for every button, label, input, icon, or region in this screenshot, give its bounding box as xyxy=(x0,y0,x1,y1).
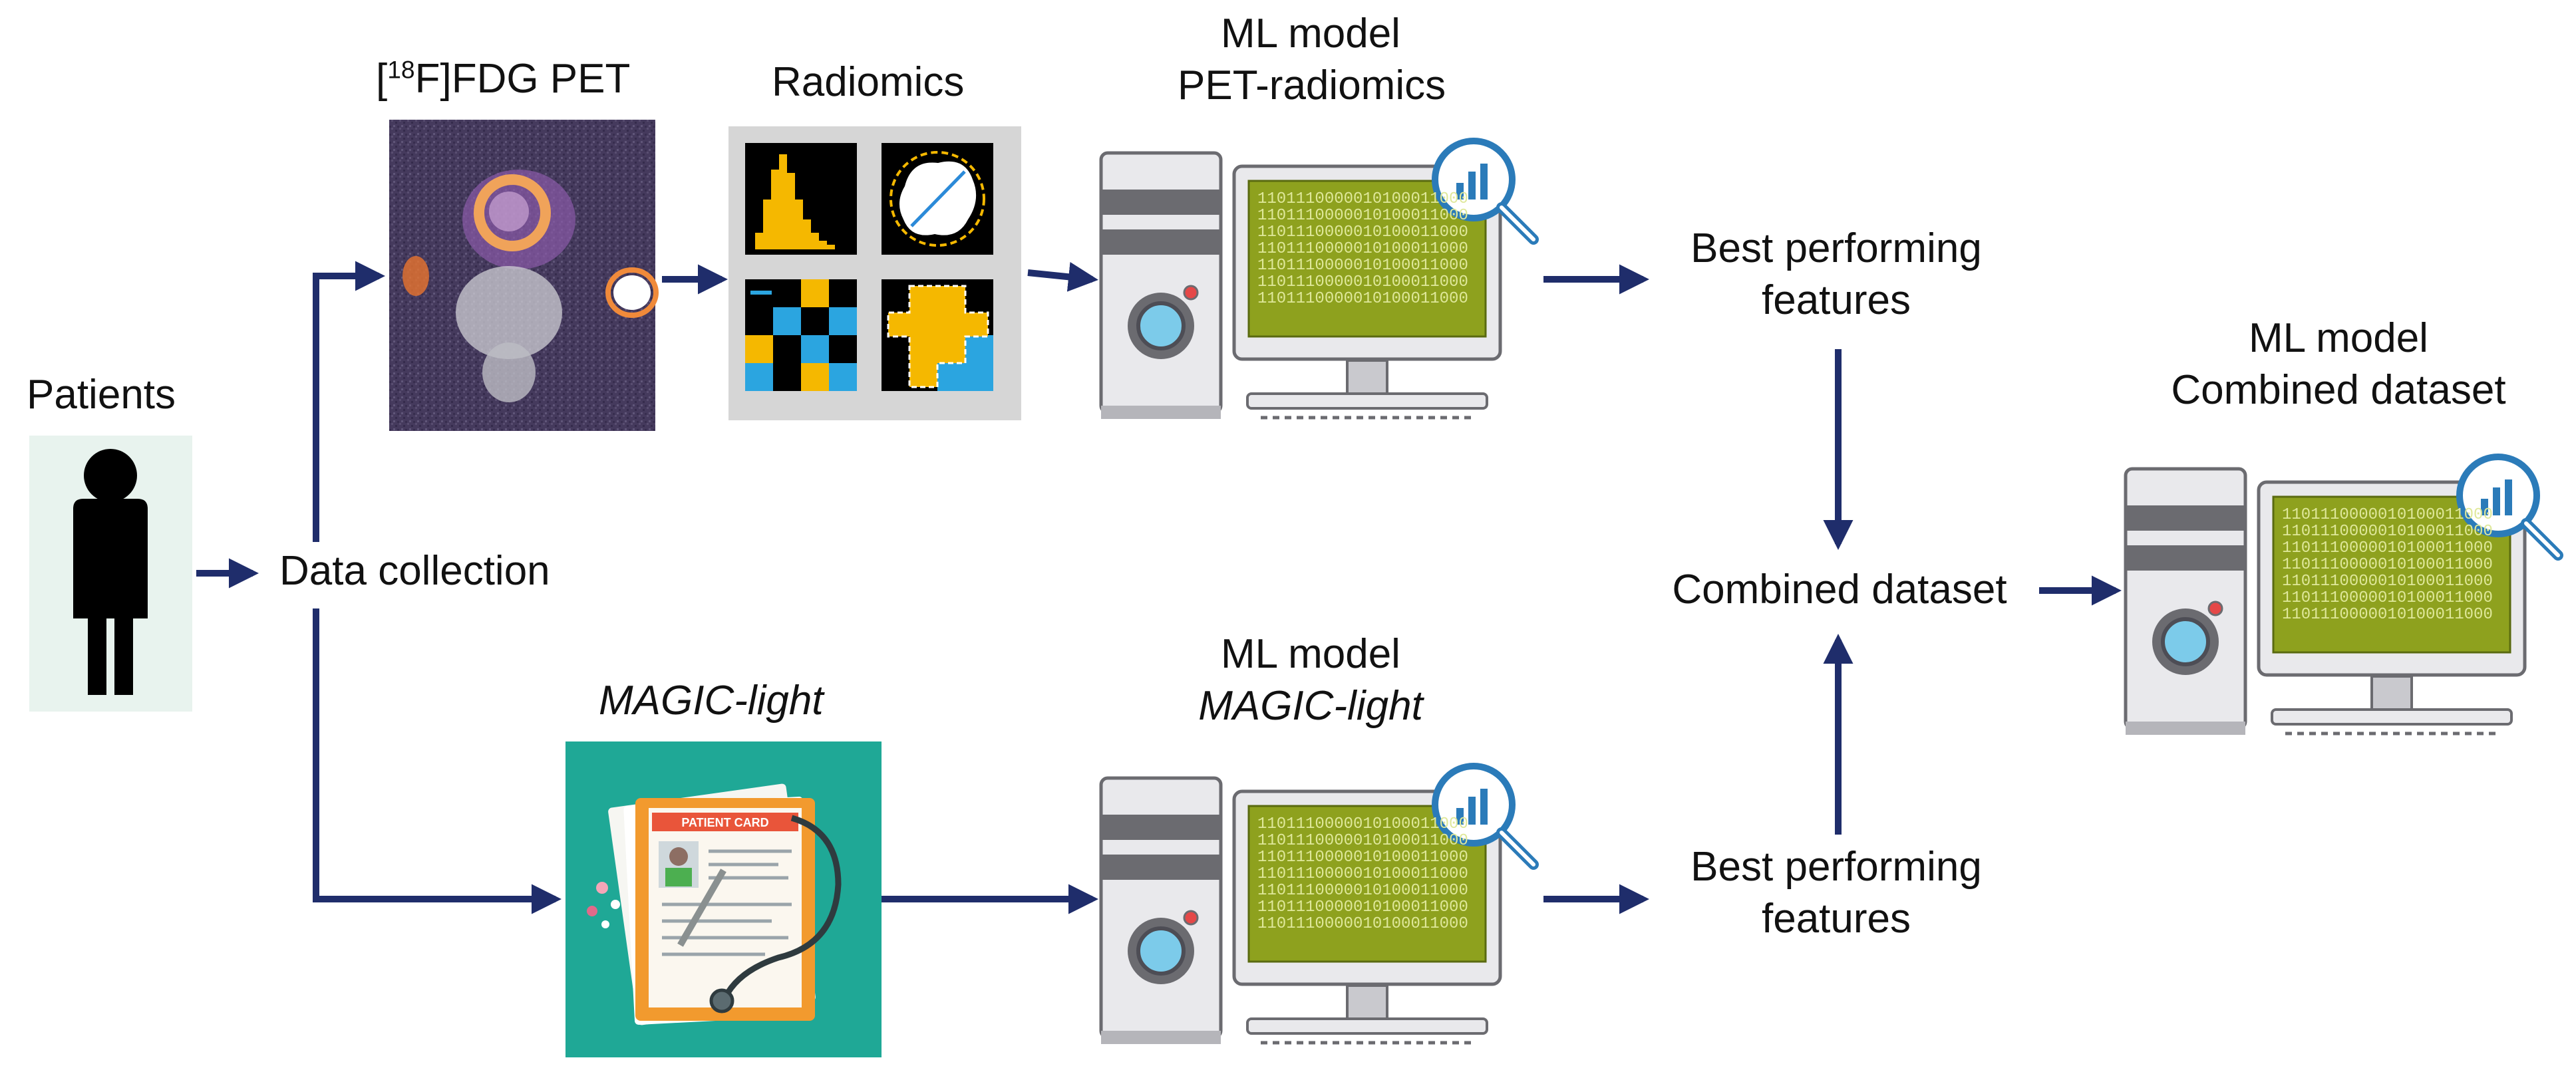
svg-text:1101110000010100011000: 1101110000010100011000 xyxy=(1257,273,1468,291)
svg-text:1101110000010100011000: 1101110000010100011000 xyxy=(1257,240,1468,258)
svg-text:1101110000010100011000: 1101110000010100011000 xyxy=(1257,898,1468,916)
label-ml-pet: ML model PET-radiomics xyxy=(1178,8,1446,111)
pet-scan-image xyxy=(389,120,659,431)
svg-text:1101110000010100011000: 1101110000010100011000 xyxy=(2282,506,2493,524)
svg-text:1101110000010100011000: 1101110000010100011000 xyxy=(1257,207,1468,225)
svg-text:1101110000010100011000: 1101110000010100011000 xyxy=(1257,290,1468,308)
label-radiomics: Radiomics xyxy=(772,59,965,105)
arrow-collection-to-magic xyxy=(313,608,562,914)
label-ml-magic-line1: ML model xyxy=(1221,631,1400,677)
svg-text:1101110000010100011000: 1101110000010100011000 xyxy=(1257,832,1468,850)
svg-text:1101110000010100011000: 1101110000010100011000 xyxy=(2282,606,2493,624)
label-combined-dataset: Combined dataset xyxy=(1672,567,2007,612)
svg-text:1101110000010100011000: 1101110000010100011000 xyxy=(1257,849,1468,867)
magic-light-illustration: PATIENT CARD xyxy=(565,741,882,1057)
label-ml-magic-line2: MAGIC-light xyxy=(1198,682,1423,729)
label-ml-magic: ML model MAGIC-light xyxy=(1178,628,1444,732)
binary-screen-pet: 1101110000010100011000 11011100000101000… xyxy=(1257,190,1468,308)
person-icon xyxy=(73,449,148,695)
svg-text:1101110000010100011000: 1101110000010100011000 xyxy=(1257,865,1468,883)
arrow-collection-to-pet xyxy=(313,261,385,542)
label-best-bottom: Best performing features xyxy=(1690,844,1982,942)
svg-text:1101110000010100011000: 1101110000010100011000 xyxy=(1257,915,1468,933)
binary-screen-combined: 1101110000010100011000 11011100000101000… xyxy=(2282,506,2493,624)
label-magic-title: MAGIC-light xyxy=(599,678,824,724)
binary-screen-magic: 1101110000010100011000 11011100000101000… xyxy=(1257,815,1468,933)
radiomics-panel xyxy=(728,126,1021,420)
arrow-radiomics-to-ml xyxy=(1027,261,1098,292)
label-ml-pet-line1: ML model xyxy=(1221,11,1400,57)
label-pet-title: [18F]FDG PET xyxy=(376,55,631,102)
svg-text:1101110000010100011000: 1101110000010100011000 xyxy=(1257,223,1468,241)
label-ml-combined: ML model Combined dataset xyxy=(2171,315,2506,413)
patient-card-header: PATIENT CARD xyxy=(681,816,768,829)
label-patients: Patients xyxy=(27,372,176,418)
label-data-collection: Data collection xyxy=(279,548,550,594)
label-best-top: Best performing features xyxy=(1690,225,1982,323)
svg-text:1101110000010100011000: 1101110000010100011000 xyxy=(1257,257,1468,275)
svg-text:1101110000010100011000: 1101110000010100011000 xyxy=(2282,573,2493,591)
svg-text:1101110000010100011000: 1101110000010100011000 xyxy=(1257,190,1468,208)
svg-text:1101110000010100011000: 1101110000010100011000 xyxy=(2282,523,2493,541)
svg-text:1101110000010100011000: 1101110000010100011000 xyxy=(1257,815,1468,833)
label-ml-pet-line2: PET-radiomics xyxy=(1178,62,1446,108)
svg-text:1101110000010100011000: 1101110000010100011000 xyxy=(2282,539,2493,557)
svg-text:1101110000010100011000: 1101110000010100011000 xyxy=(2282,589,2493,607)
connector-lines xyxy=(196,261,2122,914)
svg-text:1101110000010100011000: 1101110000010100011000 xyxy=(1257,882,1468,900)
svg-text:1101110000010100011000: 1101110000010100011000 xyxy=(2282,556,2493,574)
